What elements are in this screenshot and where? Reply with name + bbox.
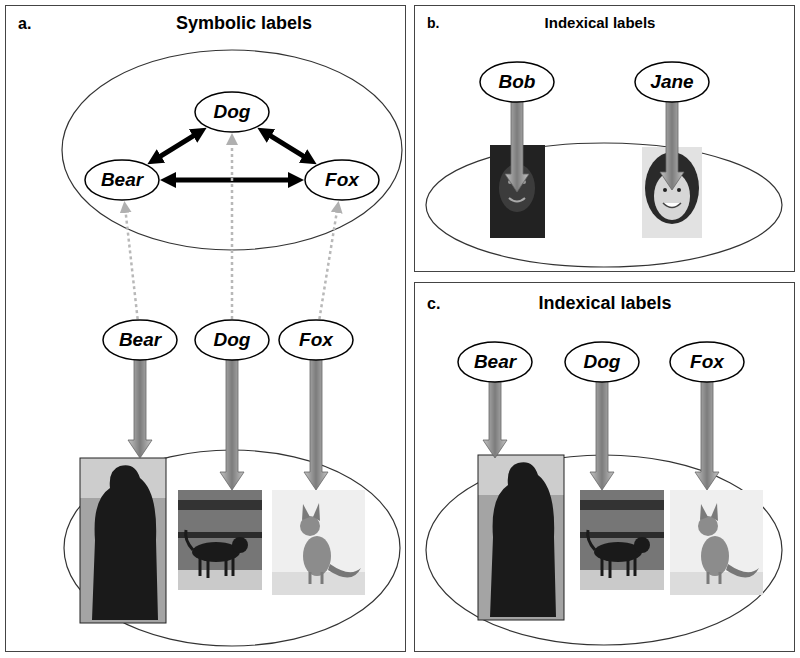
panel-heading: b. Indexical labels: [415, 14, 794, 32]
pointing-arrow: [660, 95, 684, 190]
bear-photo: [478, 455, 564, 620]
pointing-arrow: [220, 355, 244, 490]
fox-photo: [272, 490, 365, 595]
panel-letter: a.: [18, 15, 31, 33]
oval-label: Dog: [214, 329, 251, 351]
concept-label-oval: Fox: [304, 159, 380, 201]
name-label-oval: Jane: [634, 61, 710, 103]
word-label-oval: Dog: [564, 341, 640, 383]
pointing-arrow: [590, 375, 614, 490]
oval-shape: [85, 160, 159, 200]
label-arrows: [128, 95, 719, 490]
panel-frame: b. Indexical labelsBob Jane: [414, 5, 795, 272]
oval-shape: [279, 320, 353, 360]
panel-title: Symbolic labels: [176, 13, 312, 34]
panel-letter: c.: [427, 295, 440, 313]
reference-arrow: [319, 207, 337, 319]
pointing-arrow: [505, 95, 529, 192]
dog-photo: [580, 490, 664, 590]
oval-shape: [103, 320, 177, 360]
word-label-oval: Bear: [457, 341, 533, 383]
concept-label-oval: Dog: [194, 91, 270, 133]
name-label-oval: Bob: [479, 61, 555, 103]
pointing-arrow: [695, 375, 719, 490]
reference-arrow: [125, 207, 138, 319]
panel-title: Indexical labels: [538, 293, 671, 314]
oval-label: Dog: [214, 101, 251, 123]
oval-shape: [565, 342, 639, 382]
oval-shape: [195, 320, 269, 360]
relation-arrow: [154, 132, 200, 160]
oval-label: Fox: [325, 169, 359, 191]
oval-shape: [480, 62, 554, 102]
relation-arrow: [264, 132, 310, 160]
oval-shape: [195, 92, 269, 132]
oval-label: Bear: [101, 169, 143, 191]
fox-photo: [670, 490, 763, 595]
concept-label-oval: Bear: [84, 159, 160, 201]
oval-label: Fox: [690, 351, 724, 373]
oval-shape: [635, 62, 709, 102]
panel-title: Indexical labels: [545, 14, 656, 31]
oval-label: Bob: [499, 71, 536, 93]
panel-heading: a. Symbolic labels: [6, 13, 405, 34]
panel-frame: a.Symbolic labelsDogBearFoxBearDogFox: [5, 5, 406, 652]
oval-shape: [305, 160, 379, 200]
word-label-oval: Bear: [102, 319, 178, 361]
reference-arrow: [231, 139, 234, 319]
oval-label: Fox: [299, 329, 333, 351]
pointing-arrow: [483, 375, 507, 458]
bear-photo: [80, 458, 166, 623]
oval-shape: [670, 342, 744, 382]
object-ellipse: [426, 143, 782, 267]
panel-letter: b.: [427, 15, 439, 31]
oval-label: Bear: [474, 351, 516, 373]
panel-frame: c. Indexical labelsBear Dog Fox: [414, 282, 795, 652]
word-label-oval: Dog: [194, 319, 270, 361]
pointing-arrow: [304, 355, 328, 490]
oval-label: Jane: [650, 71, 693, 93]
dog-photo: [178, 490, 262, 590]
word-label-oval: Fox: [669, 341, 745, 383]
pointing-arrow: [128, 355, 152, 458]
oval-label: Dog: [584, 351, 621, 373]
oval-shape: [458, 342, 532, 382]
oval-label: Bear: [119, 329, 161, 351]
panel-heading: c. Indexical labels: [415, 293, 794, 314]
word-label-oval: Fox: [278, 319, 354, 361]
